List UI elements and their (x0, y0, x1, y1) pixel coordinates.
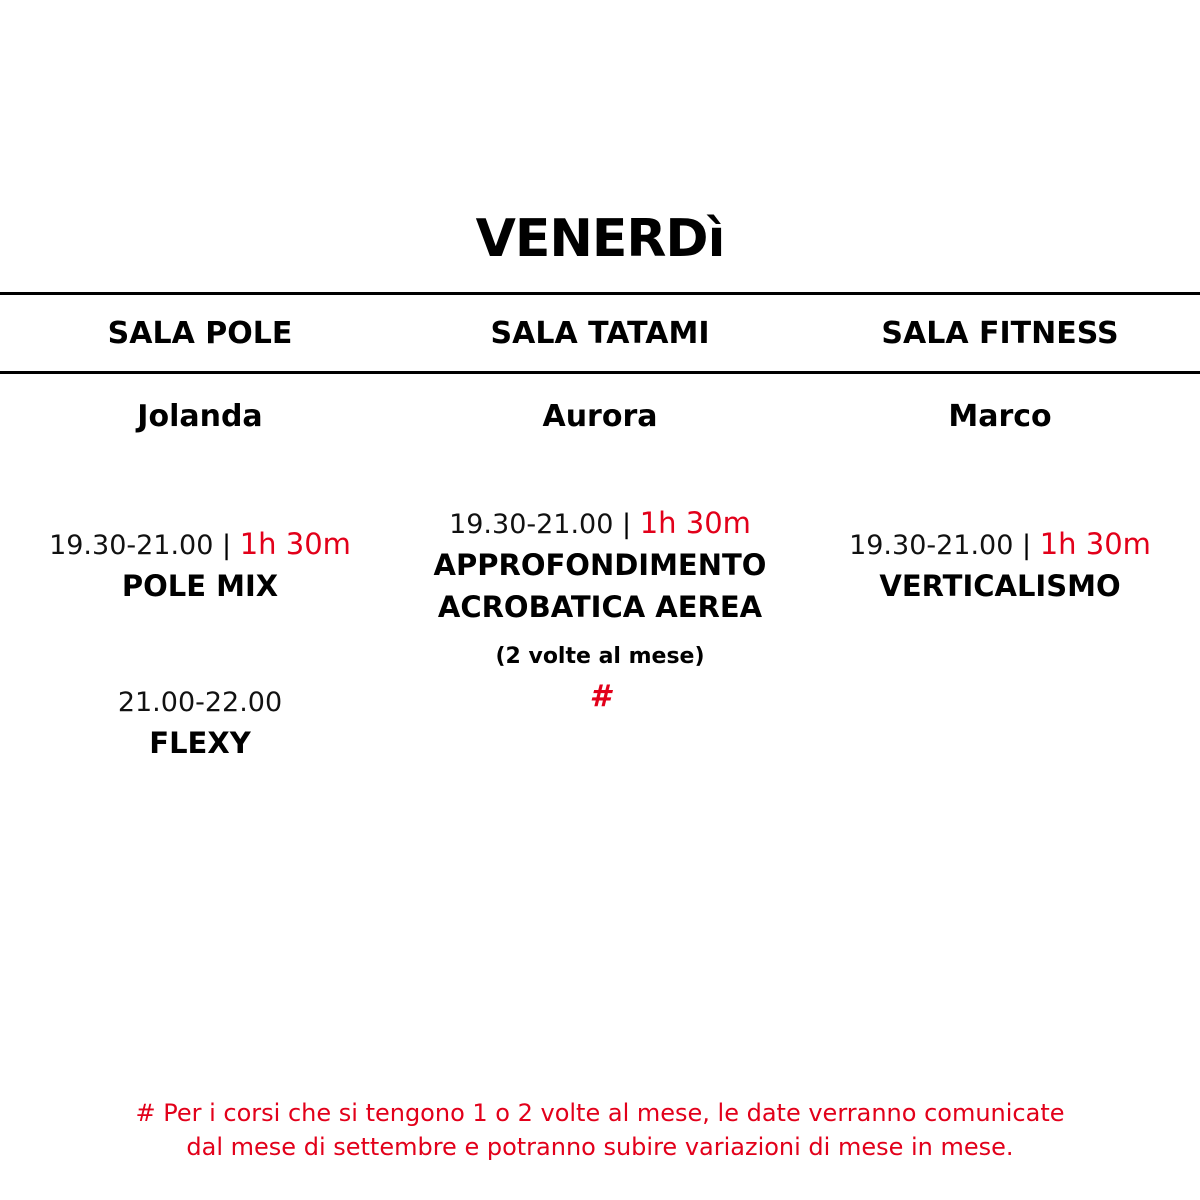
pole-slot-1-separator: | (222, 530, 232, 561)
tatami-slot-1-frequency-note: (2 volte al mese) (495, 644, 705, 669)
pole-slot-1: 19.30-21.00 | 1h 30m POLE MIX (0, 525, 400, 607)
pole-slot-2-time: 21.00-22.00 (117, 687, 283, 718)
pole-slot-2-time-line: 21.00-22.00 (0, 684, 400, 722)
footnote-line-1: # Per i corsi che si tengono 1 o 2 volte… (135, 1099, 1065, 1127)
pole-slot-2-course: FLEXY (149, 726, 251, 760)
room-header-fitness: SALA FITNESS (881, 316, 1119, 351)
tatami-slot-1-time-line: 19.30-21.00 | 1h 30m (400, 504, 800, 544)
footnote: # Per i corsi che si tengono 1 o 2 volte… (0, 1096, 1200, 1164)
fitness-slot-1-course: VERTICALISMO (879, 569, 1121, 603)
pole-slot-2: 21.00-22.00 FLEXY (0, 684, 400, 764)
tatami-slot-1-duration: 1h 30m (639, 506, 751, 540)
tatami-slot-1-hash-icon: # (589, 679, 611, 714)
tatami-slot-1-separator: | (622, 509, 632, 540)
header-bottom-divider (0, 371, 1200, 374)
pole-slot-1-time-line: 19.30-21.00 | 1h 30m (0, 525, 400, 565)
fitness-slot-1-time-line: 19.30-21.00 | 1h 30m (800, 525, 1200, 565)
instructor-tatami: Aurora (542, 399, 658, 434)
fitness-slot-1-duration: 1h 30m (1039, 527, 1151, 561)
tatami-slot-1-course-line-1: APPROFONDIMENTO (433, 548, 767, 582)
header-top-divider (0, 292, 1200, 295)
fitness-slot-1-separator: | (1022, 530, 1032, 561)
day-title: VENERDì (475, 209, 726, 269)
footnote-line-2: dal mese di settembre e potranno subire … (186, 1133, 1014, 1161)
instructor-pole: Jolanda (137, 399, 263, 434)
fitness-slot-1: 19.30-21.00 | 1h 30m VERTICALISMO (800, 525, 1200, 607)
room-header-pole: SALA POLE (107, 316, 293, 351)
pole-slot-1-course: POLE MIX (121, 569, 279, 603)
fitness-slot-1-time: 19.30-21.00 (849, 530, 1014, 561)
tatami-slot-1-time: 19.30-21.00 (449, 509, 614, 540)
room-header-tatami: SALA TATAMI (490, 316, 710, 351)
instructor-fitness: Marco (948, 399, 1052, 434)
tatami-slot-1-course-line-2: ACROBATICA AEREA (437, 590, 763, 624)
tatami-slot-1: 19.30-21.00 | 1h 30m APPROFONDIMENTO ACR… (400, 504, 800, 714)
pole-slot-1-time: 19.30-21.00 (49, 530, 214, 561)
pole-slot-1-duration: 1h 30m (239, 527, 351, 561)
